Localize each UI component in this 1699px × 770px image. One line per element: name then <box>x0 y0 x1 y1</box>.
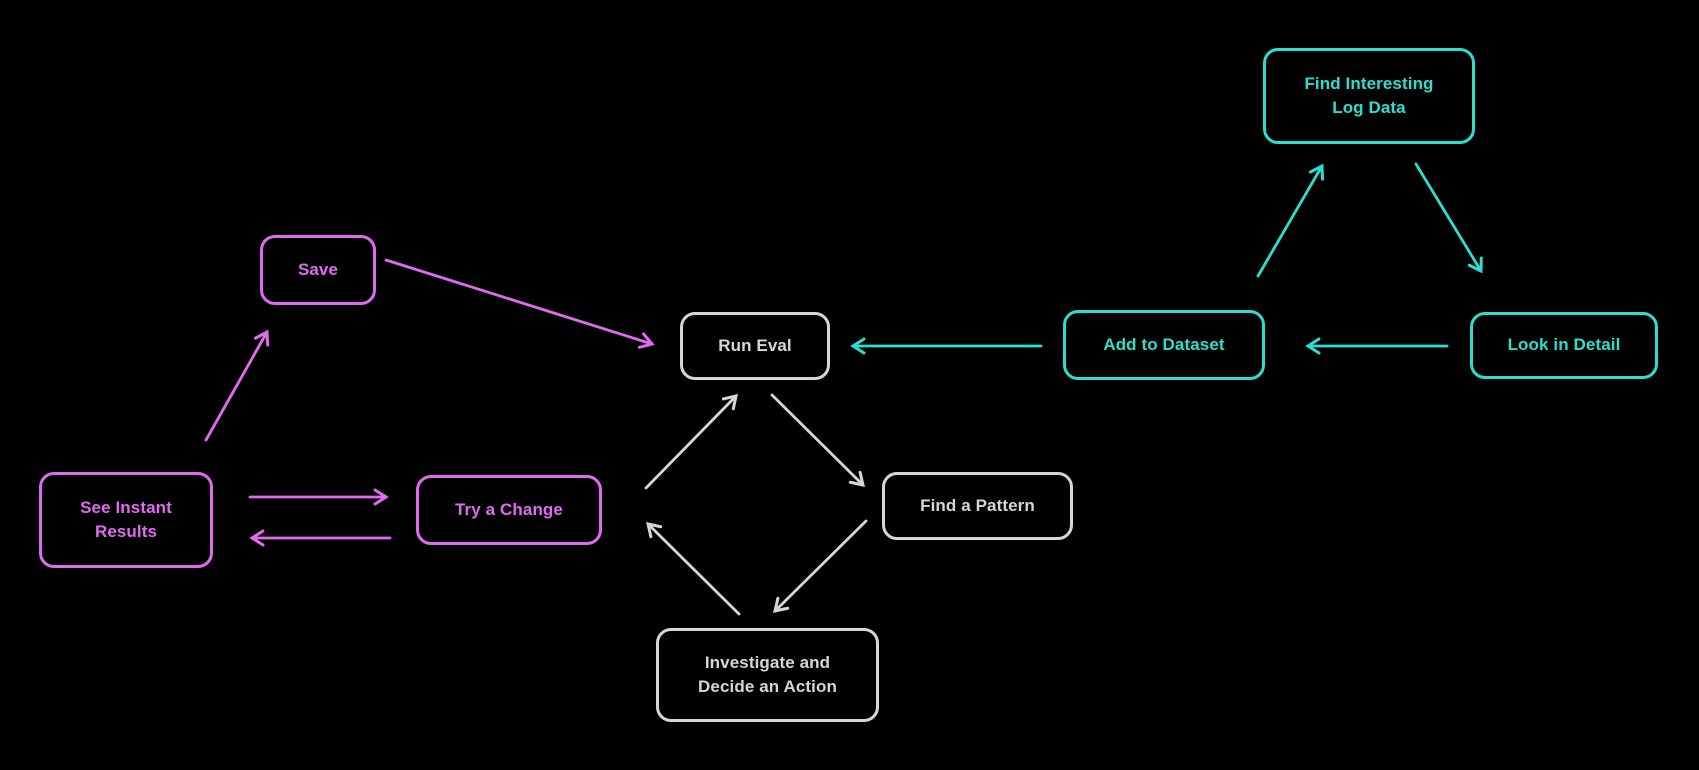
node-see-instant-results: See Instant Results <box>39 472 213 568</box>
node-try-a-change: Try a Change <box>416 475 602 545</box>
node-investigate-and-decide-an-action: Investigate and Decide an Action <box>656 628 879 722</box>
arrow-add-to-dataset-to-find-interesting-log-data <box>1256 163 1325 278</box>
arrow-try-a-change-to-run-eval <box>644 394 738 490</box>
node-run-eval: Run Eval <box>680 312 830 380</box>
arrow-run-eval-to-find-a-pattern <box>770 393 865 487</box>
node-look-in-detail: Look in Detail <box>1470 312 1658 379</box>
arrow-investigate-to-try-a-change <box>646 522 741 616</box>
arrow-find-interesting-log-data-to-look-in-detail <box>1414 162 1483 274</box>
arrow-save-to-run-eval <box>384 258 655 349</box>
arrow-find-a-pattern-to-investigate <box>773 519 868 613</box>
node-find-a-pattern: Find a Pattern <box>882 472 1073 540</box>
node-add-to-dataset: Add to Dataset <box>1063 310 1265 380</box>
node-find-interesting-log-data: Find Interesting Log Data <box>1263 48 1475 144</box>
node-save: Save <box>260 235 376 305</box>
arrow-see-instant-results-to-save <box>204 329 270 442</box>
